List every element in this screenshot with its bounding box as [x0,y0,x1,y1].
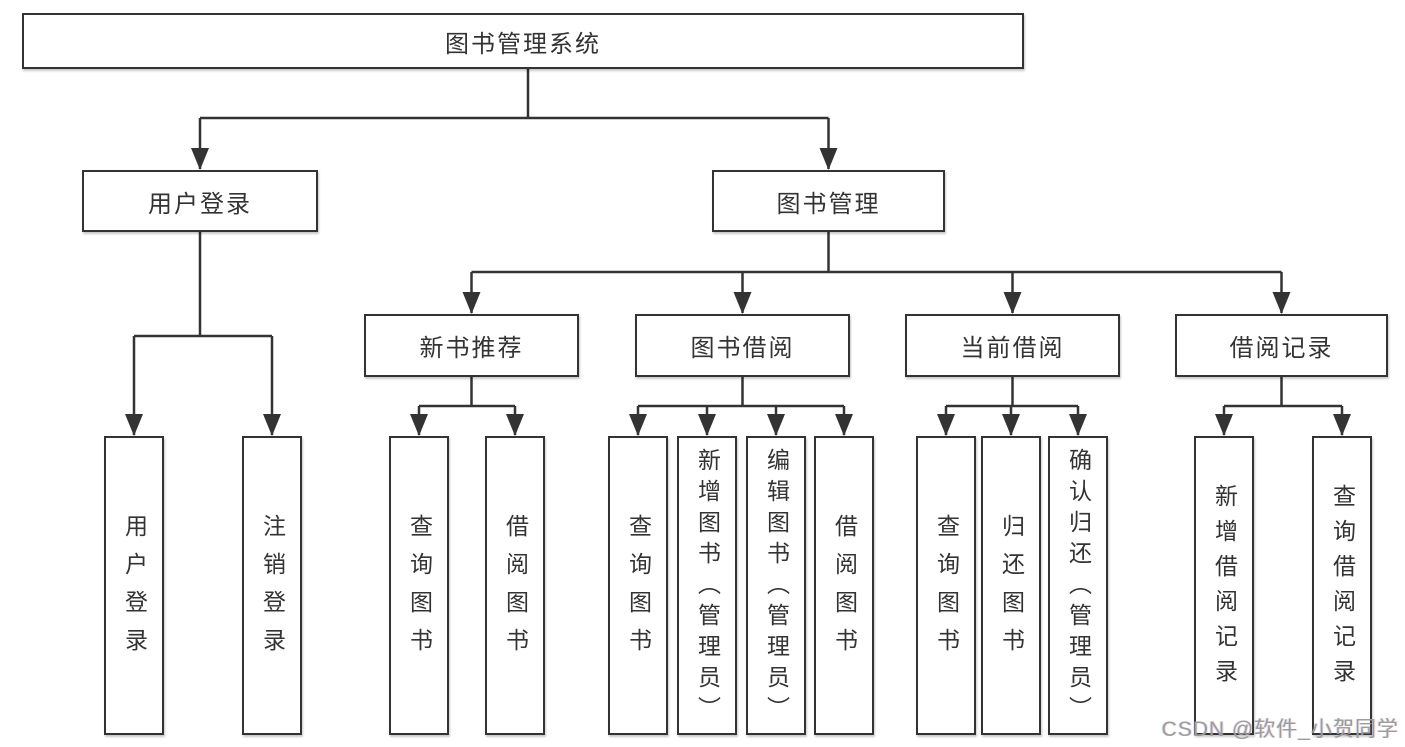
leaf-borrow-borrow-book: 借阅图书 [814,436,874,735]
node-root: 图书管理系统 [22,13,1024,69]
leaf-newbook-borrow-book: 借阅图书 [485,436,545,735]
node-book-management: 图书管理 [712,170,945,232]
leaf-confirm-return-admin: 确认归还（管理员） [1048,436,1108,735]
leaf-add-borrow-record: 新增借阅记录 [1194,436,1254,735]
leaf-current-query-book: 查询图书 [916,436,976,735]
leaf-logout-label: 注销登录 [259,513,286,666]
node-current-borrow-label: 当前借阅 [960,335,1065,362]
node-user-login-label: 用户登录 [148,190,252,218]
leaf-add-book-admin: 新增图书（管理员） [677,436,737,735]
leaf-newbook-query-book: 查询图书 [389,436,449,735]
leaf-add-book-admin-label: 新增图书（管理员） [694,448,721,727]
leaf-confirm-return-admin-label: 确认归还（管理员） [1065,448,1092,727]
leaf-edit-book-admin-label: 编辑图书（管理员） [763,448,790,727]
node-book-borrow-label: 图书借阅 [690,335,795,362]
leaf-user-login-label: 用户登录 [121,513,148,666]
leaf-logout: 注销登录 [242,436,302,735]
leaf-newbook-borrow-book-label: 借阅图书 [502,513,529,666]
leaf-borrow-query-book-label: 查询图书 [625,513,652,666]
node-new-book-recommend-label: 新书推荐 [419,335,524,362]
leaf-newbook-query-book-label: 查询图书 [406,513,433,666]
leaf-user-login: 用户登录 [104,436,164,735]
node-book-borrow: 图书借阅 [635,314,850,377]
leaf-return-book-label: 归还图书 [998,513,1025,666]
leaf-add-borrow-record-label: 新增借阅记录 [1211,483,1238,694]
node-borrow-records-label: 借阅记录 [1229,335,1334,362]
node-current-borrow: 当前借阅 [905,314,1120,377]
leaf-query-borrow-record: 查询借阅记录 [1312,436,1372,735]
node-book-management-label: 图书管理 [776,190,881,218]
node-new-book-recommend: 新书推荐 [364,314,579,377]
node-borrow-records: 借阅记录 [1175,314,1388,377]
leaf-borrow-borrow-book-label: 借阅图书 [831,513,858,666]
leaf-borrow-query-book: 查询图书 [608,436,668,735]
leaf-current-query-book-label: 查询图书 [933,513,960,666]
leaf-return-book: 归还图书 [981,436,1041,735]
leaf-edit-book-admin: 编辑图书（管理员） [746,436,806,735]
node-user-login: 用户登录 [82,170,318,232]
csdn-watermark: CSDN @软件_小贺同学 [1161,718,1399,741]
node-root-label: 图书管理系统 [445,30,601,58]
leaf-query-borrow-record-label: 查询借阅记录 [1329,483,1356,694]
